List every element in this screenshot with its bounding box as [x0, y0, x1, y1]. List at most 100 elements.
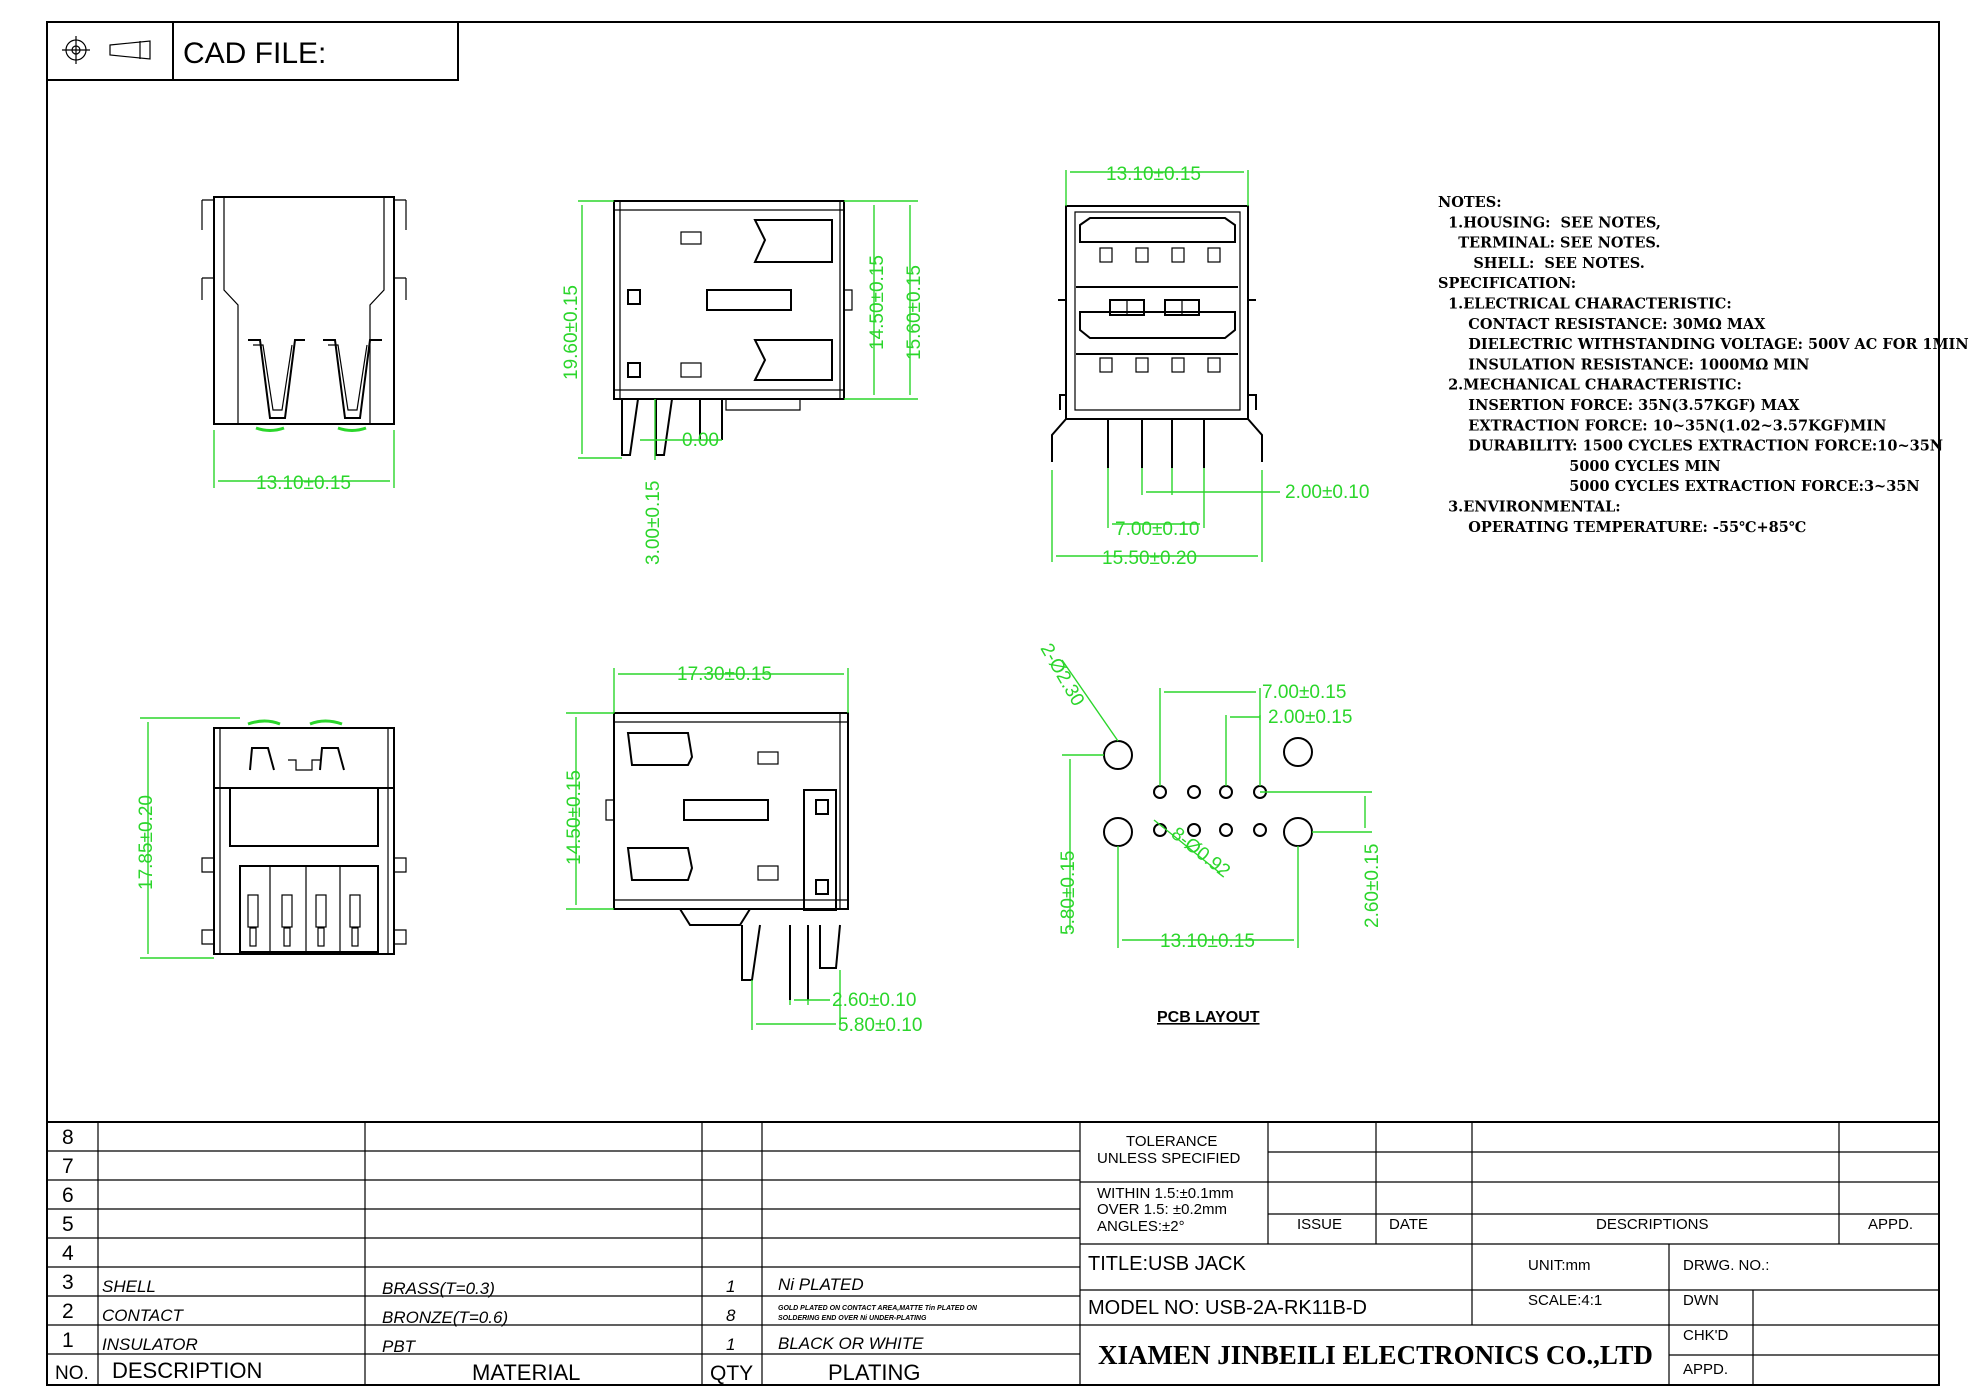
bom-row-number: 7 [62, 1155, 74, 1178]
drwg-no-label: DRWG. NO.: [1683, 1257, 1769, 1274]
tolerance-angles: ANGLES:±2° [1097, 1218, 1185, 1235]
dim-side2-length: 17.30±0.15 [677, 664, 772, 685]
notes-line: 3.ENVIRONMENTAL: [1438, 499, 1621, 516]
notes-line: 2.MECHANICAL CHARACTERISTIC: [1438, 377, 1742, 394]
notes-line: SHELL: SEE NOTES. [1438, 255, 1645, 272]
notes-line: 1.ELECTRICAL CHARACTERISTIC: [1438, 296, 1732, 313]
dim-pcb-pitch: 2.00±0.15 [1268, 707, 1352, 728]
descriptions-label: DESCRIPTIONS [1596, 1216, 1709, 1233]
bom-row-numbers: 8 7 6 5 4 3 2 1 [62, 1126, 74, 1352]
side-view [613, 200, 853, 456]
dim-side-pin: 3.00±0.15 [643, 481, 664, 565]
tolerance-within: WITHIN 1.5:±0.1mm [1097, 1185, 1234, 1202]
dim-pcb-v2: 2.60±0.15 [1362, 844, 1383, 928]
bom-header-plating: PLATING [828, 1360, 921, 1385]
notes-line: DIELECTRIC WITHSTANDING VOLTAGE: 500V AC… [1438, 336, 1969, 353]
bom-header-no: NO. [55, 1363, 89, 1384]
dwn-label: DWN [1683, 1292, 1719, 1309]
dim-side2-height: 14.50±0.15 [564, 770, 585, 865]
dim-side-h2: 15.60±0.15 [904, 265, 925, 360]
bottom-view-dims: 17.85±0.20 [136, 717, 240, 959]
bom-desc-shell: SHELL [102, 1277, 156, 1296]
dim-bottom-height: 17.85±0.20 [136, 795, 157, 890]
dim-side2-p2: 5.80±0.10 [838, 1015, 922, 1036]
end-view-contacts [1099, 247, 1221, 373]
appd2-label: APPD. [1683, 1361, 1728, 1378]
tolerance-line1: TOLERANCE [1126, 1133, 1217, 1150]
dim-end-total: 15.50±0.20 [1102, 548, 1197, 569]
company-name: XIAMEN JINBEILI ELECTRONICS CO.,LTD [1098, 1340, 1653, 1370]
bom-mat-shell: BRASS(T=0.3) [382, 1279, 495, 1298]
pcb-layout-dims: 2-Ø2.30 7.00±0.15 2.00±0.15 8-Ø0.92 5.80… [1036, 640, 1383, 952]
bom-row-number: 6 [62, 1184, 74, 1207]
bom-row-number: 4 [62, 1242, 74, 1265]
notes-line: CONTACT RESISTANCE: 30MΩ MAX [1438, 316, 1766, 333]
notes-line: DURABILITY: 1500 CYCLES EXTRACTION FORCE… [1438, 438, 1943, 455]
date-label: DATE [1389, 1216, 1428, 1233]
dim-pcb-span: 7.00±0.15 [1262, 682, 1346, 703]
scale-label: SCALE:4:1 [1528, 1292, 1602, 1309]
model-label: MODEL NO: USB-2A-RK11B-D [1088, 1297, 1367, 1319]
notes-line: 5000 CYCLES MIN [1438, 458, 1721, 475]
end-view [1051, 205, 1263, 468]
dim-side2-p1: 2.60±0.10 [832, 990, 916, 1011]
notes-line: INSERTION FORCE: 35N(3.57KGF) MAX [1438, 397, 1800, 414]
bom-desc-insulator: INSULATOR [102, 1335, 198, 1354]
bom-mat-contact: BRONZE(T=0.6) [382, 1308, 508, 1327]
bom-desc-contact: CONTACT [102, 1306, 185, 1325]
bom-header-material: MATERIAL [472, 1360, 580, 1385]
dim-side-h1: 14.50±0.15 [867, 255, 888, 350]
end-view-dims: 13.10±0.15 2.00±0.10 7.00±0.10 15.50±0.2… [1051, 164, 1369, 569]
bom-row-number: 8 [62, 1126, 74, 1149]
bom-qty-contact: 8 [726, 1306, 736, 1325]
dim-end-width: 13.10±0.15 [1106, 164, 1201, 185]
bom-plating-contact-1: GOLD PLATED ON CONTACT AREA,MATTE Tin PL… [778, 1305, 978, 1312]
chkd-label: CHK'D [1683, 1327, 1729, 1344]
bom-row-number: 2 [62, 1300, 74, 1323]
notes-line: EXTRACTION FORCE: 10~35N(1.02~3.57KGF)MI… [1438, 417, 1886, 434]
notes-line: INSULATION RESISTANCE: 1000MΩ MIN [1438, 356, 1809, 373]
side-view-dims: 19.60±0.15 14.50±0.15 15.60±0.15 0.00 3.… [561, 200, 925, 565]
notes-line: NOTES: [1438, 194, 1502, 211]
title-block: TOLERANCE UNLESS SPECIFIED WITHIN 1.5:±0… [1080, 1122, 1939, 1385]
issue-label: ISSUE [1297, 1216, 1342, 1233]
dim-side-small: 0.00 [682, 430, 719, 451]
dim-pcb-v1: 5.80±0.15 [1058, 851, 1079, 935]
front-view [201, 196, 407, 432]
bom-row-number: 3 [62, 1271, 74, 1294]
bom-qty-insulator: 1 [726, 1335, 735, 1354]
notes-block: NOTES: 1.HOUSING: SEE NOTES, TERMINAL: S… [1438, 194, 1969, 536]
notes-line: TERMINAL: SEE NOTES. [1438, 235, 1660, 252]
bom-row-number: 5 [62, 1213, 74, 1236]
title-label: TITLE:USB JACK [1088, 1253, 1246, 1275]
tolerance-line2: UNLESS SPECIFIED [1097, 1150, 1241, 1167]
notes-line: 5000 CYCLES EXTRACTION FORCE:3~35N [1438, 478, 1920, 495]
bom-header-description: DESCRIPTION [112, 1358, 262, 1383]
cad-file-label: CAD FILE: [183, 37, 326, 70]
bottom-view-pins [247, 894, 361, 947]
dim-front-width: 13.10±0.15 [256, 473, 351, 494]
pcb-pin-holes [1153, 785, 1267, 837]
tolerance-over: OVER 1.5: ±0.2mm [1097, 1201, 1227, 1218]
notes-line: 1.HOUSING: SEE NOTES, [1438, 214, 1661, 231]
dim-side-height: 19.60±0.15 [561, 285, 582, 380]
bom-plating-contact-2: SOLDERING END OVER Ni UNDER-PLATING [778, 1315, 927, 1322]
pcb-layout-label: PCB LAYOUT [1157, 1009, 1260, 1026]
bom-header-qty: QTY [710, 1362, 753, 1385]
unit-label: UNIT:mm [1528, 1257, 1591, 1274]
bom-row-number: 1 [62, 1329, 74, 1352]
front-view-dims: 13.10±0.15 [213, 430, 395, 494]
bom-qty-shell: 1 [726, 1277, 735, 1296]
side-view-2-dims: 17.30±0.15 14.50±0.15 2.60±0.10 5.80±0.1… [564, 664, 922, 1036]
appd-label: APPD. [1868, 1216, 1913, 1233]
dim-end-span: 7.00±0.10 [1115, 519, 1199, 540]
dim-pcb-width: 13.10±0.15 [1160, 931, 1255, 952]
header-box: CAD FILE: [47, 22, 459, 81]
pcb-layout: PCB LAYOUT [1103, 737, 1313, 1026]
bottom-view [201, 719, 407, 955]
bom-plating-insulator: BLACK OR WHITE [778, 1334, 924, 1353]
notes-line: OPERATING TEMPERATURE: -55℃+85℃ [1438, 519, 1806, 536]
dim-pcb-holes: 2-Ø2.30 [1036, 640, 1089, 710]
